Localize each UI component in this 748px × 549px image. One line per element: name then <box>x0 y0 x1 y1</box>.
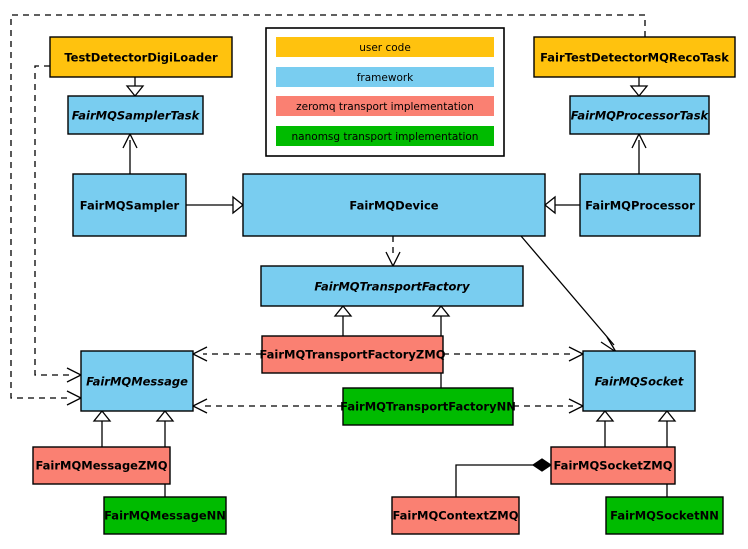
node-FairMQSocket-label: FairMQSocket <box>595 375 684 389</box>
node-FairMQContextZMQ-label: FairMQContextZMQ <box>392 509 518 523</box>
legend-swatch-user-code <box>276 37 494 57</box>
node-FairMQSamplerTask[interactable]: FairMQSamplerTask <box>67 95 204 135</box>
edge-socketzmq-socket <box>595 409 615 447</box>
node-FairMQTransportFactoryNN[interactable]: FairMQTransportFactoryNN <box>340 387 516 426</box>
node-FairMQMessageZMQ-label: FairMQMessageZMQ <box>35 459 167 473</box>
edge-messagezmq-message <box>92 409 112 447</box>
legend-swatch-zeromq <box>276 96 494 116</box>
legend: user code framework zeromq transport imp… <box>265 27 505 157</box>
node-FairMQTransportFactory-label: FairMQTransportFactory <box>314 280 470 294</box>
node-FairTestDetectorMQRecoTask[interactable]: FairTestDetectorMQRecoTask <box>533 36 736 78</box>
node-FairMQProcessorTask-label: FairMQProcessorTask <box>571 109 710 123</box>
node-TestDetectorDigiLoader[interactable]: TestDetectorDigiLoader <box>49 36 233 78</box>
edge-digiloader-samplertask <box>125 77 145 98</box>
legend-item-framework: framework <box>276 67 494 87</box>
node-FairMQTransportFactoryNN-label: FairMQTransportFactoryNN <box>340 400 516 414</box>
node-FairMQProcessorTask[interactable]: FairMQProcessorTask <box>569 95 710 135</box>
node-box[interactable] <box>242 173 546 237</box>
node-FairMQSocketZMQ[interactable]: FairMQSocketZMQ <box>550 446 676 485</box>
edge-factorynn-socket <box>513 398 585 414</box>
node-box[interactable] <box>67 95 204 135</box>
legend-label-zeromq: zeromq transport implementation <box>296 101 474 113</box>
legend-item-user-code: user code <box>276 37 494 57</box>
node-layer: TestDetectorDigiLoader FairTestDetectorM… <box>32 36 736 535</box>
edge-factoryzmq-factory <box>333 304 353 336</box>
node-FairMQMessageZMQ[interactable]: FairMQMessageZMQ <box>32 446 171 485</box>
edge-device-socket <box>520 235 617 353</box>
legend-item-zeromq: zeromq transport implementation <box>276 96 494 116</box>
legend-label-user-code: user code <box>359 42 411 54</box>
node-FairMQTransportFactoryZMQ-label: FairMQTransportFactoryZMQ <box>259 348 445 362</box>
node-FairMQContextZMQ[interactable]: FairMQContextZMQ <box>391 496 520 535</box>
node-box[interactable] <box>391 496 520 535</box>
edge-processor-processortask <box>631 132 647 174</box>
node-box[interactable] <box>605 496 724 535</box>
legend-item-nanomsg: nanomsg transport implementation <box>276 126 494 146</box>
edge-sampler-device <box>186 195 245 215</box>
node-FairMQTransportFactoryZMQ[interactable]: FairMQTransportFactoryZMQ <box>259 335 446 374</box>
node-FairMQDevice-label: FairMQDevice <box>349 199 438 213</box>
edge-factorynn-message <box>191 398 343 414</box>
edge-processor-device <box>543 195 580 215</box>
node-FairMQSocketZMQ-label: FairMQSocketZMQ <box>554 459 673 473</box>
node-box[interactable] <box>550 446 676 485</box>
legend-swatch-framework <box>276 67 494 87</box>
node-box[interactable] <box>533 36 736 78</box>
node-box[interactable] <box>342 387 514 426</box>
node-FairMQSocket[interactable]: FairMQSocket <box>582 350 696 412</box>
node-FairMQSamplerTask-label: FairMQSamplerTask <box>72 109 201 123</box>
node-FairMQMessage[interactable]: FairMQMessage <box>80 350 194 412</box>
node-FairMQProcessor-label: FairMQProcessor <box>585 199 695 213</box>
node-FairMQMessage-label: FairMQMessage <box>86 375 188 389</box>
edge-factoryzmq-message <box>191 346 262 362</box>
legend-label-framework: framework <box>357 72 414 84</box>
node-box[interactable] <box>49 36 233 78</box>
node-box[interactable] <box>579 173 701 237</box>
node-box[interactable] <box>569 95 710 135</box>
node-FairMQSocketNN[interactable]: FairMQSocketNN <box>605 496 724 535</box>
node-box[interactable] <box>72 173 187 237</box>
edge-factoryzmq-socket <box>443 346 585 362</box>
node-box[interactable] <box>32 446 171 485</box>
node-box[interactable] <box>582 350 696 412</box>
node-box[interactable] <box>260 265 524 307</box>
node-FairMQMessageNN-label: FairMQMessageNN <box>104 509 226 523</box>
legend-swatch-nanomsg <box>276 126 494 146</box>
node-FairTestDetectorMQRecoTask-label: FairTestDetectorMQRecoTask <box>540 51 729 65</box>
node-FairMQTransportFactory[interactable]: FairMQTransportFactory <box>260 265 524 307</box>
edge-recotask-processortask <box>629 77 649 98</box>
node-FairMQSocketNN-label: FairMQSocketNN <box>610 509 719 523</box>
node-FairMQMessageNN[interactable]: FairMQMessageNN <box>103 496 227 535</box>
node-box[interactable] <box>261 335 444 374</box>
edge-sampler-samplertask <box>122 132 138 174</box>
node-FairMQProcessor[interactable]: FairMQProcessor <box>579 173 701 237</box>
node-FairMQSampler[interactable]: FairMQSampler <box>72 173 187 237</box>
node-FairMQDevice[interactable]: FairMQDevice <box>242 173 546 237</box>
node-box[interactable] <box>103 496 227 535</box>
legend-label-nanomsg: nanomsg transport implementation <box>292 131 479 143</box>
edge-device-transportfactory <box>385 236 401 268</box>
edge-contextzmq-socketzmq <box>455 458 553 497</box>
node-FairMQSampler-label: FairMQSampler <box>80 199 180 213</box>
node-TestDetectorDigiLoader-label: TestDetectorDigiLoader <box>64 51 218 65</box>
node-box[interactable] <box>80 350 194 412</box>
